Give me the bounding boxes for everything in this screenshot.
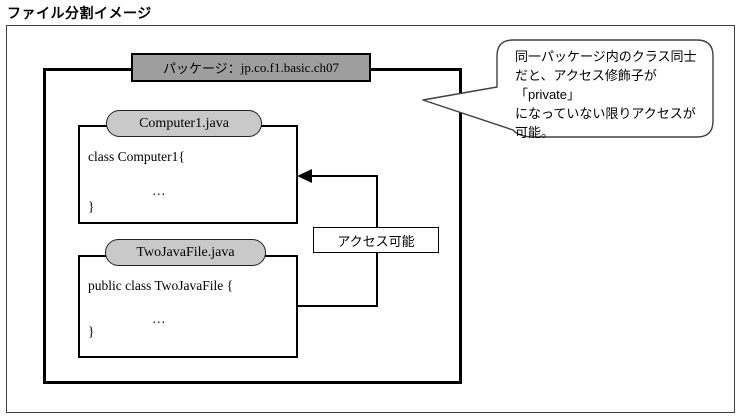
callout-line: 可能。 — [515, 125, 555, 140]
code-line: public class TwoJavaFile { — [88, 278, 234, 293]
page-title: ファイル分割イメージ — [7, 5, 152, 21]
code-line-ellipsis: … — [152, 311, 166, 326]
callout-line: だと、アクセス修飾子が「private」 — [515, 68, 657, 102]
code-line: } — [88, 324, 95, 339]
package-label-name: jp.co.f1.basic.ch07 — [240, 59, 339, 75]
file-tab-twojavafile: TwoJavaFile.java — [105, 239, 266, 266]
package-label-prefix: パッケージ： — [163, 61, 241, 76]
file-tab-computer1: Computer1.java — [106, 110, 262, 137]
package-label: パッケージ：jp.co.f1.basic.ch07 — [131, 53, 371, 82]
callout-line: になっていない限りアクセスが — [515, 106, 696, 121]
callout-line: 同一パッケージ内のクラス同士 — [515, 49, 697, 64]
file-box-twojavafile: public class TwoJavaFile { … } — [78, 255, 298, 358]
code-line: } — [88, 199, 95, 214]
access-label-box: アクセス可能 — [313, 227, 439, 253]
code-line-ellipsis: … — [152, 183, 166, 198]
callout-text: 同一パッケージ内のクラス同士 だと、アクセス修飾子が「private」 になって… — [515, 47, 711, 142]
file-box-computer1: class Computer1{ … } — [78, 125, 298, 224]
code-line: class Computer1{ — [88, 149, 185, 164]
outer-frame — [6, 25, 735, 413]
